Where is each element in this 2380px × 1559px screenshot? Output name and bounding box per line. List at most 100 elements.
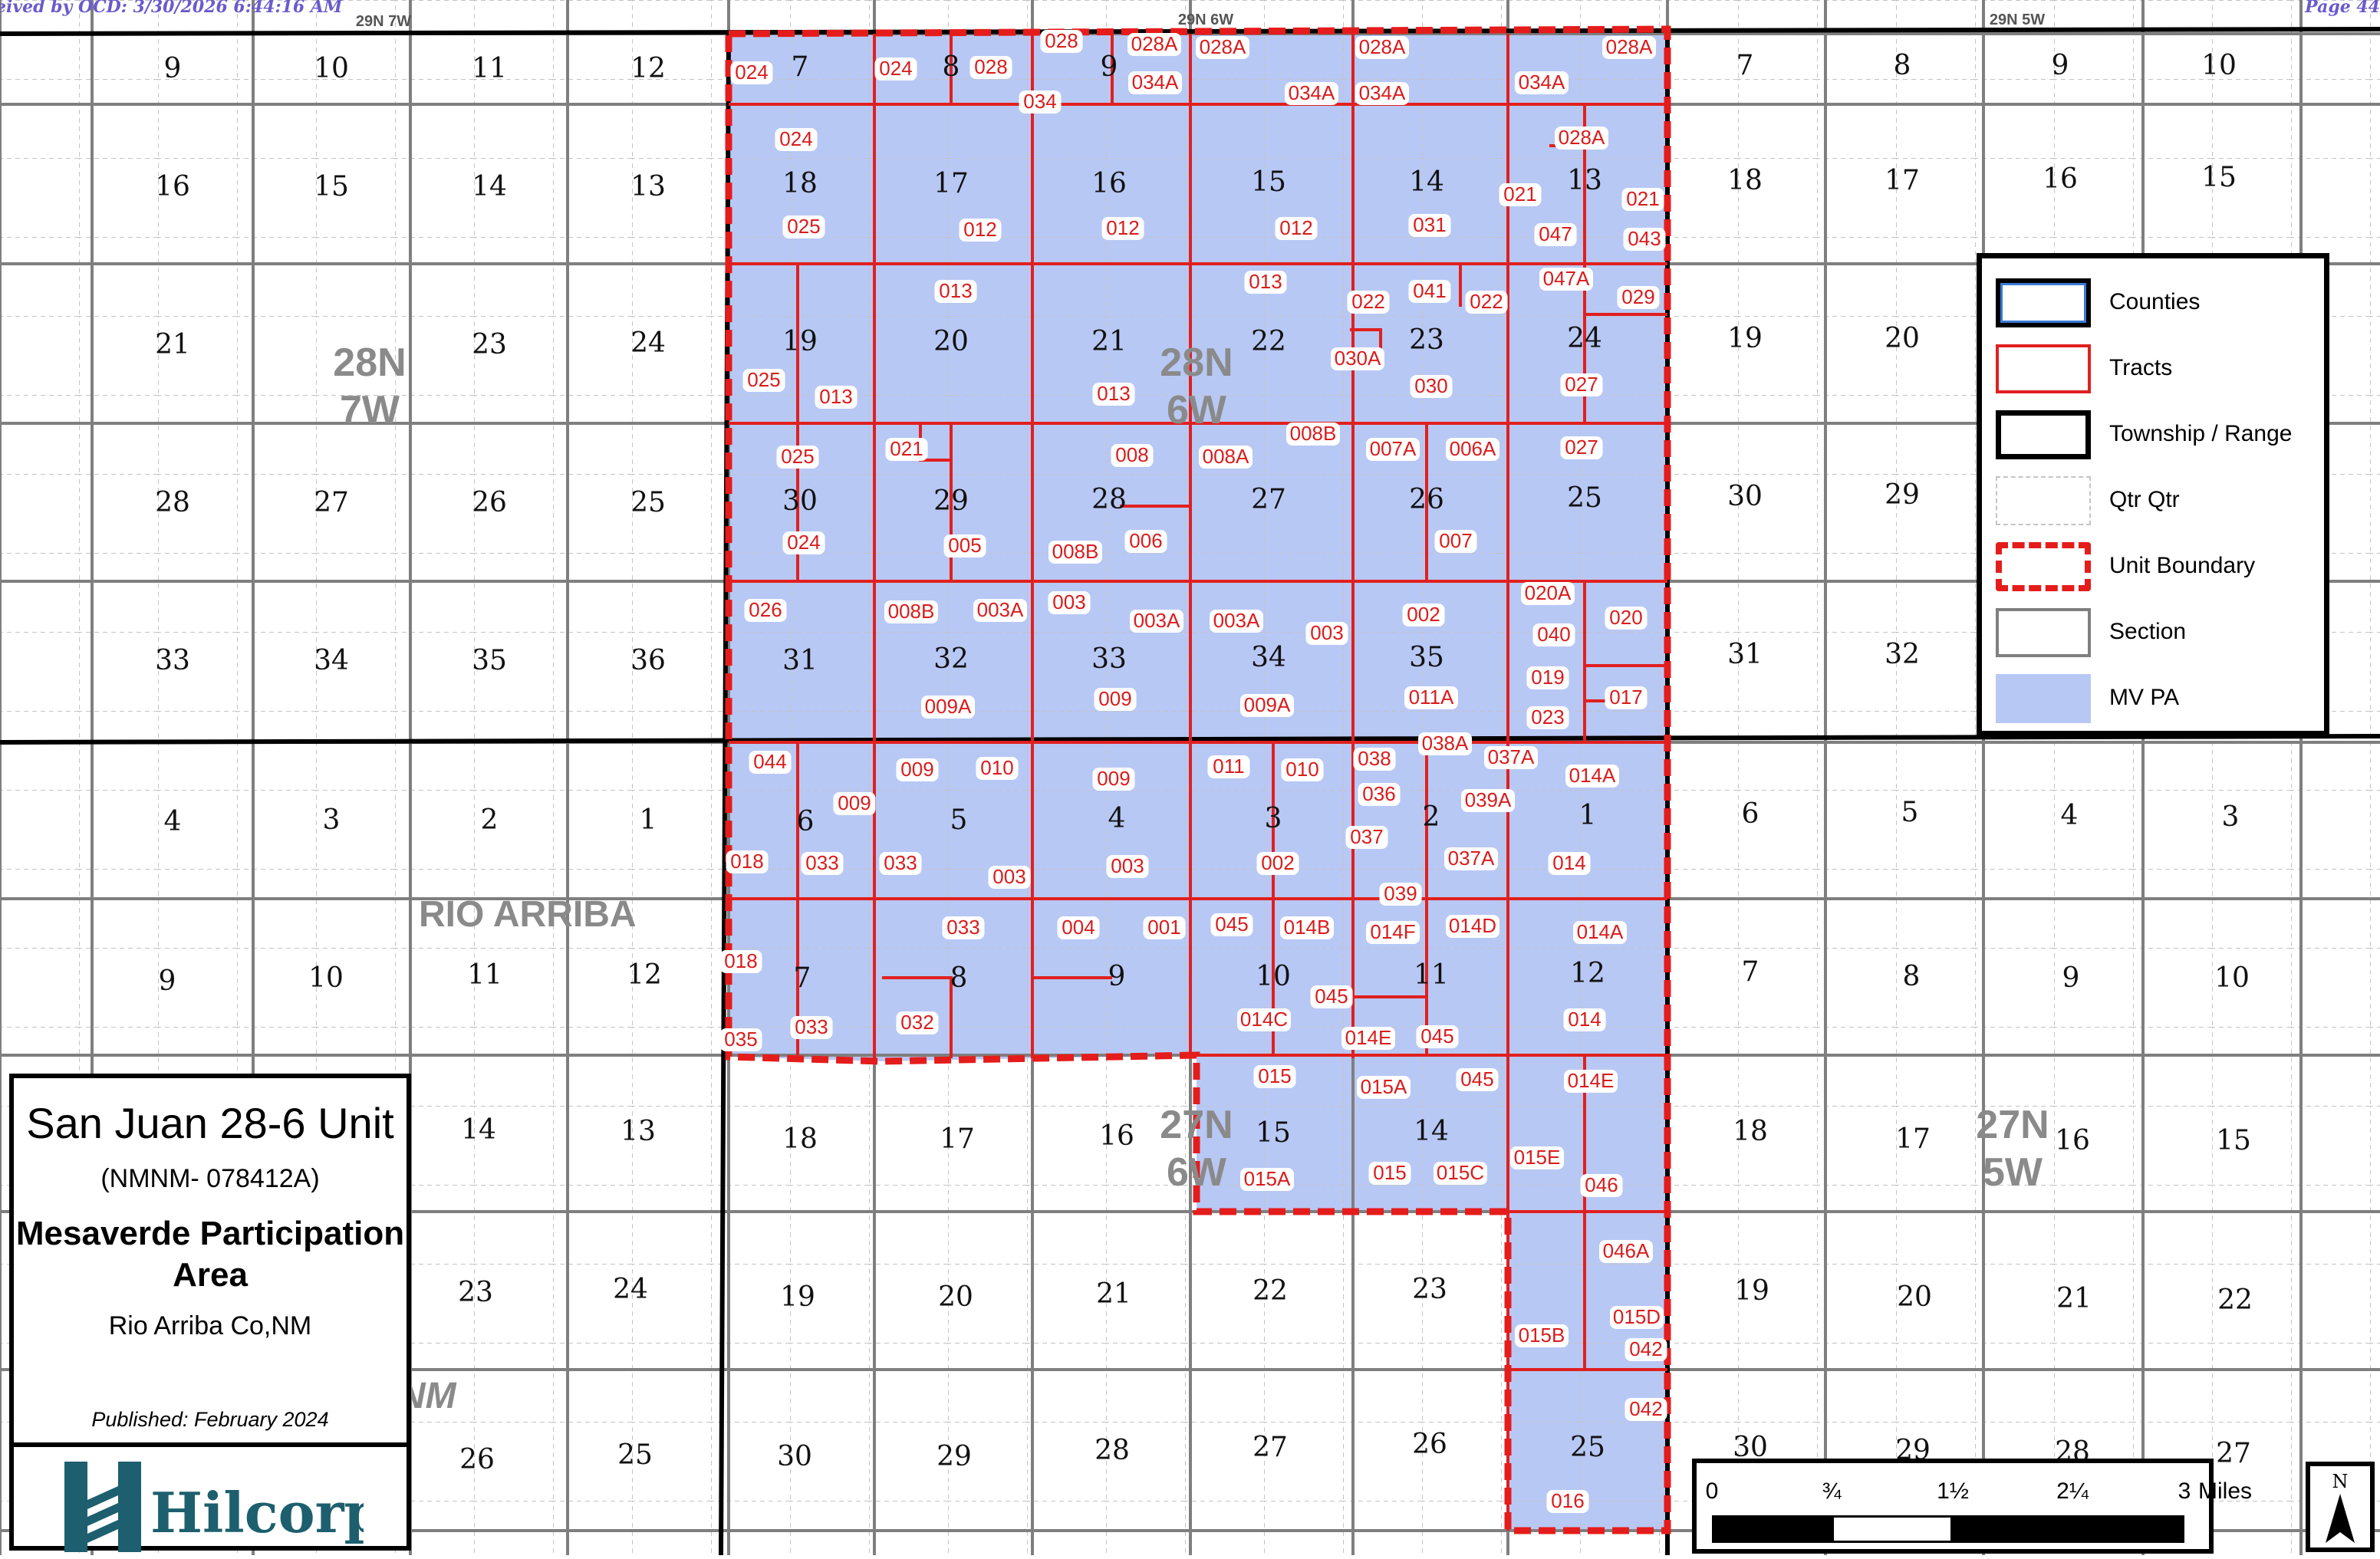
- tract-label: 006: [1124, 529, 1167, 553]
- tract-label: 024: [874, 57, 917, 81]
- scale-tick: 1½: [1937, 1478, 1969, 1504]
- tract-label: 015A: [1240, 1167, 1294, 1191]
- svg-text:014E: 014E: [1345, 1026, 1392, 1049]
- tract-label: 028A: [1602, 35, 1656, 59]
- svg-text:003A: 003A: [1134, 609, 1180, 632]
- svg-text:003: 003: [1111, 854, 1144, 877]
- svg-text:002: 002: [1261, 851, 1294, 874]
- tract-label: 046A: [1599, 1239, 1653, 1263]
- section-number: 25: [617, 1439, 653, 1471]
- section-number: 32: [1885, 639, 1920, 670]
- svg-text:045: 045: [1460, 1067, 1493, 1090]
- svg-text:034A: 034A: [1359, 81, 1406, 104]
- section-number: 20: [1897, 1281, 1932, 1313]
- svg-text:009: 009: [838, 791, 871, 814]
- tract-label: 021: [885, 437, 928, 461]
- tract-label: 047A: [1539, 267, 1593, 291]
- tract-label: 012: [1101, 216, 1144, 240]
- section-number: 28: [155, 487, 190, 518]
- svg-text:014A: 014A: [1577, 920, 1624, 943]
- tract-label: 008B: [1048, 540, 1102, 564]
- tract-label: 015A: [1357, 1075, 1411, 1099]
- section-number: 24: [630, 327, 666, 359]
- svg-text:034A: 034A: [1519, 71, 1565, 94]
- tract-label: 018: [726, 850, 769, 873]
- svg-text:028A: 028A: [1131, 32, 1178, 55]
- section-number: 14: [1414, 1116, 1449, 1147]
- tract-label: 040: [1532, 623, 1575, 646]
- svg-text:025: 025: [747, 368, 780, 391]
- scale-unit: Miles: [2198, 1478, 2253, 1504]
- section-number: 35: [1409, 642, 1444, 673]
- tract-label: 014: [1548, 851, 1591, 875]
- tract-label: 045: [1456, 1067, 1499, 1091]
- section-number: 8: [1894, 50, 1911, 81]
- section-number: 24: [613, 1274, 648, 1305]
- svg-text:027: 027: [1565, 436, 1598, 459]
- tract-label: 028A: [1355, 35, 1409, 59]
- tract-label: 011A: [1404, 686, 1458, 709]
- scale-segment: [1712, 1515, 1832, 1543]
- svg-text:007: 007: [1439, 529, 1472, 552]
- section-number: 3: [2222, 801, 2240, 833]
- section-number: 10: [2201, 50, 2237, 81]
- section-number: 29: [933, 485, 969, 517]
- tract-label: 027: [1560, 436, 1603, 459]
- svg-text:009: 009: [1097, 767, 1130, 790]
- section-number: 17: [940, 1123, 975, 1155]
- svg-text:001: 001: [1147, 916, 1180, 939]
- title-divider: [14, 1442, 407, 1447]
- section-number: 18: [1727, 165, 1763, 196]
- lease-number: (NMNM- 078412A): [100, 1164, 320, 1193]
- section-number: 28: [1091, 484, 1127, 515]
- svg-text:033: 033: [805, 851, 838, 874]
- tract-label: 008A: [1199, 445, 1253, 469]
- tract-label: 009: [833, 791, 876, 815]
- hilcorp-logo-icon: Hilcorp: [64, 1462, 383, 1552]
- published-date: Published: February 2024: [91, 1408, 329, 1431]
- section-number: 27: [314, 487, 349, 518]
- svg-text:014D: 014D: [1449, 914, 1496, 937]
- tract-label: 028A: [1196, 35, 1249, 59]
- section-number: 20: [933, 326, 969, 357]
- svg-text:024: 024: [879, 57, 912, 80]
- svg-text:019: 019: [1531, 666, 1564, 689]
- scale-tick: 0: [1705, 1478, 1719, 1504]
- svg-text:009: 009: [900, 758, 933, 781]
- section-number: 17: [933, 168, 969, 199]
- svg-text:020: 020: [1609, 606, 1642, 629]
- tract-label: 025: [742, 368, 785, 392]
- svg-text:033: 033: [795, 1015, 828, 1038]
- section-number: 18: [1733, 1116, 1768, 1147]
- tract-label: 003: [988, 865, 1031, 889]
- legend-label: Counties: [2109, 289, 2201, 314]
- svg-text:041: 041: [1413, 279, 1446, 302]
- svg-text:011: 011: [1213, 755, 1244, 778]
- title-block: San Juan 28-6 Unit (NMNM- 078412A) Mesav…: [9, 1074, 411, 1552]
- section-number: 27: [1251, 484, 1286, 515]
- svg-text:047A: 047A: [1543, 267, 1590, 290]
- section-number: 13: [1567, 165, 1602, 196]
- unit-boundary-swatch: [1996, 542, 2091, 591]
- section-number: 27: [2216, 1438, 2251, 1469]
- tract-label: 003A: [1210, 609, 1263, 633]
- tract-label: 013: [815, 385, 858, 409]
- svg-text:011A: 011A: [1409, 686, 1454, 709]
- section-number: 1: [640, 804, 657, 836]
- tract-label: 015D: [1610, 1305, 1664, 1329]
- svg-text:025: 025: [781, 445, 814, 468]
- section-number: 7: [794, 962, 811, 994]
- county-name: Rio Arriba Co,NM: [108, 1311, 312, 1340]
- tract-label: 018: [719, 949, 762, 973]
- area-title: Mesaverde Participation Area: [15, 1215, 405, 1294]
- section-number: 15: [1256, 1117, 1291, 1149]
- svg-text:024: 024: [787, 531, 820, 554]
- tract-label: 016: [1546, 1489, 1589, 1513]
- svg-text:030: 030: [1414, 374, 1447, 397]
- svg-text:017: 017: [1609, 686, 1642, 709]
- section-number: 21: [2056, 1283, 2092, 1314]
- tract-label: 030A: [1331, 347, 1384, 370]
- tract-label: 008B: [884, 600, 938, 623]
- tract-label: 033: [942, 916, 985, 939]
- tract-label: 020: [1605, 606, 1648, 630]
